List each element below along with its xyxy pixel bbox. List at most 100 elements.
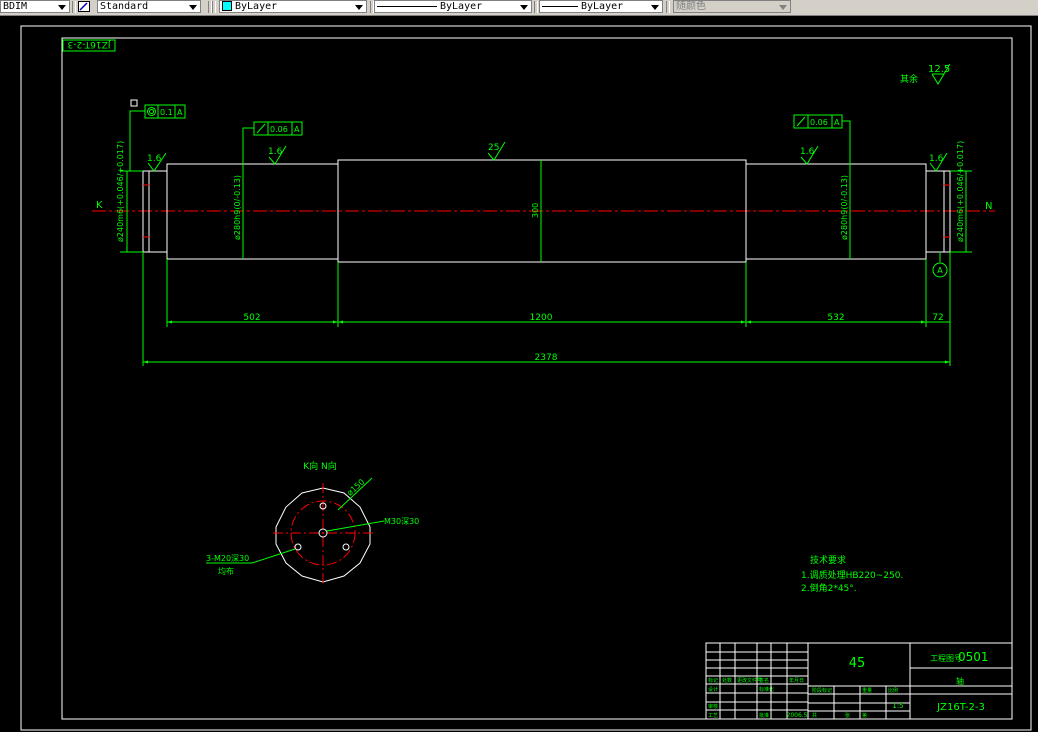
tb-code: JZ16T-2-3 — [936, 702, 985, 713]
roughness-1: 1.6 — [147, 154, 162, 164]
tb-name: 轴 — [956, 676, 964, 686]
gtol-right-datum: A — [834, 118, 840, 127]
linetype-value: ByLayer — [440, 1, 483, 12]
inner-frame — [61, 37, 1013, 720]
title-block — [705, 642, 1013, 720]
plotstyle-dropdown: 随颜色 — [673, 0, 791, 13]
text-style-icon[interactable] — [78, 1, 90, 12]
chevron-down-icon[interactable] — [355, 5, 363, 10]
title-mirror-box — [62, 39, 116, 52]
gtol-left-value: 0.1 — [160, 108, 173, 117]
chevron-down-icon[interactable] — [520, 5, 528, 10]
dim-holes: 3-M20深30 — [206, 554, 249, 563]
properties-toolbar: BDIM Standard ByLayer ByLayer ByLayer 随颜… — [0, 0, 1038, 16]
tb-small-7: 阶段标记 — [812, 687, 832, 694]
color-value: ByLayer — [235, 1, 278, 12]
dia-right-journal: ø280h9(0/-0.13) — [840, 175, 849, 240]
chevron-down-icon[interactable] — [58, 5, 66, 10]
tb-small-8: 重量 — [862, 687, 872, 694]
gtol-mid-left: 0.06 A — [242, 121, 303, 164]
dimstyle-dropdown[interactable]: BDIM — [0, 0, 70, 13]
gtol-left: 0.1 A — [129, 99, 186, 171]
tb-small-11: 张 — [845, 712, 850, 719]
tb-small-3: 设计 — [708, 686, 718, 693]
toolbar-separator — [666, 1, 670, 13]
tb-small-15: 签名 — [759, 677, 769, 684]
drawing-canvas[interactable]: JZ16T-2-3 其余 12.5 K N ø240m6( — [0, 15, 1038, 732]
tb-material: 45 — [849, 656, 866, 671]
linetype-preview-icon — [377, 5, 437, 7]
technical-notes: 技术要求 1.调质处理HB220~250. 2.倒角2*45°. — [801, 554, 903, 594]
tb-small-14: 更改文件号 — [737, 677, 762, 684]
dia-center: 300 — [531, 203, 540, 218]
color-dropdown[interactable]: ByLayer — [219, 0, 367, 13]
tb-small-12: 第 — [862, 712, 867, 719]
end-view: K向 N向 ø150 M30深30 3-M20深30 均布 — [206, 460, 419, 583]
gtol-mid-left-value: 0.06 — [270, 125, 288, 134]
roughness-marks — [147, 141, 948, 172]
note-1: 1.调质处理HB220~250. — [801, 569, 903, 581]
dia-right-end: ø240m6(+0.046/+0.017) — [956, 141, 965, 242]
datum-a-symbol: A — [932, 252, 948, 278]
section-title: K向 N向 — [303, 460, 337, 472]
tb-small-4: 审核 — [708, 703, 718, 710]
length-dims — [142, 252, 951, 366]
dia-left-journal: ø280h9(0/-0.13) — [233, 175, 242, 240]
gtol-mid-left-datum: A — [294, 125, 300, 134]
datum-a-label: A — [937, 266, 943, 275]
roughness-5: 1.6 — [929, 154, 944, 164]
dimstyle-value: BDIM — [3, 1, 28, 12]
roughness-3: 25 — [488, 143, 499, 153]
chevron-down-icon — [779, 5, 787, 10]
textstyle-value: Standard — [100, 1, 149, 12]
end-label-k: K — [96, 200, 103, 211]
plotstyle-value: 随颜色 — [676, 1, 706, 12]
tb-small-13: 标准化 — [759, 686, 774, 693]
tb-small-1: 标记 — [708, 677, 718, 684]
tb-small-6: 批准 — [759, 712, 769, 719]
dim-532: 532 — [827, 313, 844, 323]
lineweight-dropdown[interactable]: ByLayer — [539, 0, 663, 13]
gtol-right: 0.06 A — [793, 114, 851, 164]
chevron-down-icon[interactable] — [651, 5, 659, 10]
tb-small-9: 比例 — [888, 687, 898, 694]
tb-small-5: 工艺 — [708, 713, 718, 719]
dim-72: 72 — [932, 313, 943, 323]
tb-date: 2006.5 — [787, 712, 808, 719]
dim-1200: 1200 — [530, 313, 553, 323]
gtol-left-datum: A — [177, 108, 183, 117]
gtol-right-value: 0.06 — [810, 118, 828, 127]
note-2: 2.倒角2*45°. — [801, 582, 857, 594]
dim-pcd: ø150 — [345, 477, 366, 497]
tb-small-2: 处数 — [722, 677, 732, 684]
linetype-dropdown[interactable]: ByLayer — [374, 0, 532, 13]
toolbar-separator — [370, 1, 374, 13]
dim-502: 502 — [243, 313, 260, 323]
diameter-dims — [120, 160, 972, 262]
tb-small-16: 年月日 — [789, 677, 804, 684]
dia-left-end: ø240m6(+0.046/+0.017) — [116, 141, 125, 242]
dim-2378: 2378 — [535, 353, 558, 363]
roughness-corner: 其余 12.5 — [900, 63, 951, 85]
tb-drawing-no: 0501 — [958, 650, 989, 664]
outer-frame — [20, 25, 1032, 731]
end-center-marks — [143, 184, 950, 238]
roughness-4: 1.6 — [800, 147, 815, 157]
chevron-down-icon[interactable] — [189, 5, 197, 10]
color-swatch-icon — [222, 1, 232, 11]
title-mirror-text: JZ16T-2-3 — [68, 39, 112, 49]
roughness-corner-value: 12.5 — [928, 64, 950, 75]
dim-holes-sub: 均布 — [218, 566, 234, 576]
roughness-2: 1.6 — [268, 147, 283, 157]
end-label-n: N — [985, 201, 992, 212]
toolbar-separator — [208, 1, 212, 13]
textstyle-dropdown[interactable]: Standard — [97, 0, 201, 13]
toolbar-separator — [212, 1, 216, 13]
lineweight-preview-icon — [542, 5, 578, 7]
tb-small-10: 共 — [812, 712, 817, 719]
toolbar-separator — [534, 1, 538, 13]
tb-drawing-label: 工程图号 — [930, 654, 962, 663]
tb-scale: 1:5 — [892, 702, 903, 710]
lineweight-value: ByLayer — [581, 1, 624, 12]
tb-small-labels: 标记 处数 设计 审核 工艺 批准 阶段标记 重量 比例 共 张 第 标准化 更… — [708, 677, 898, 719]
